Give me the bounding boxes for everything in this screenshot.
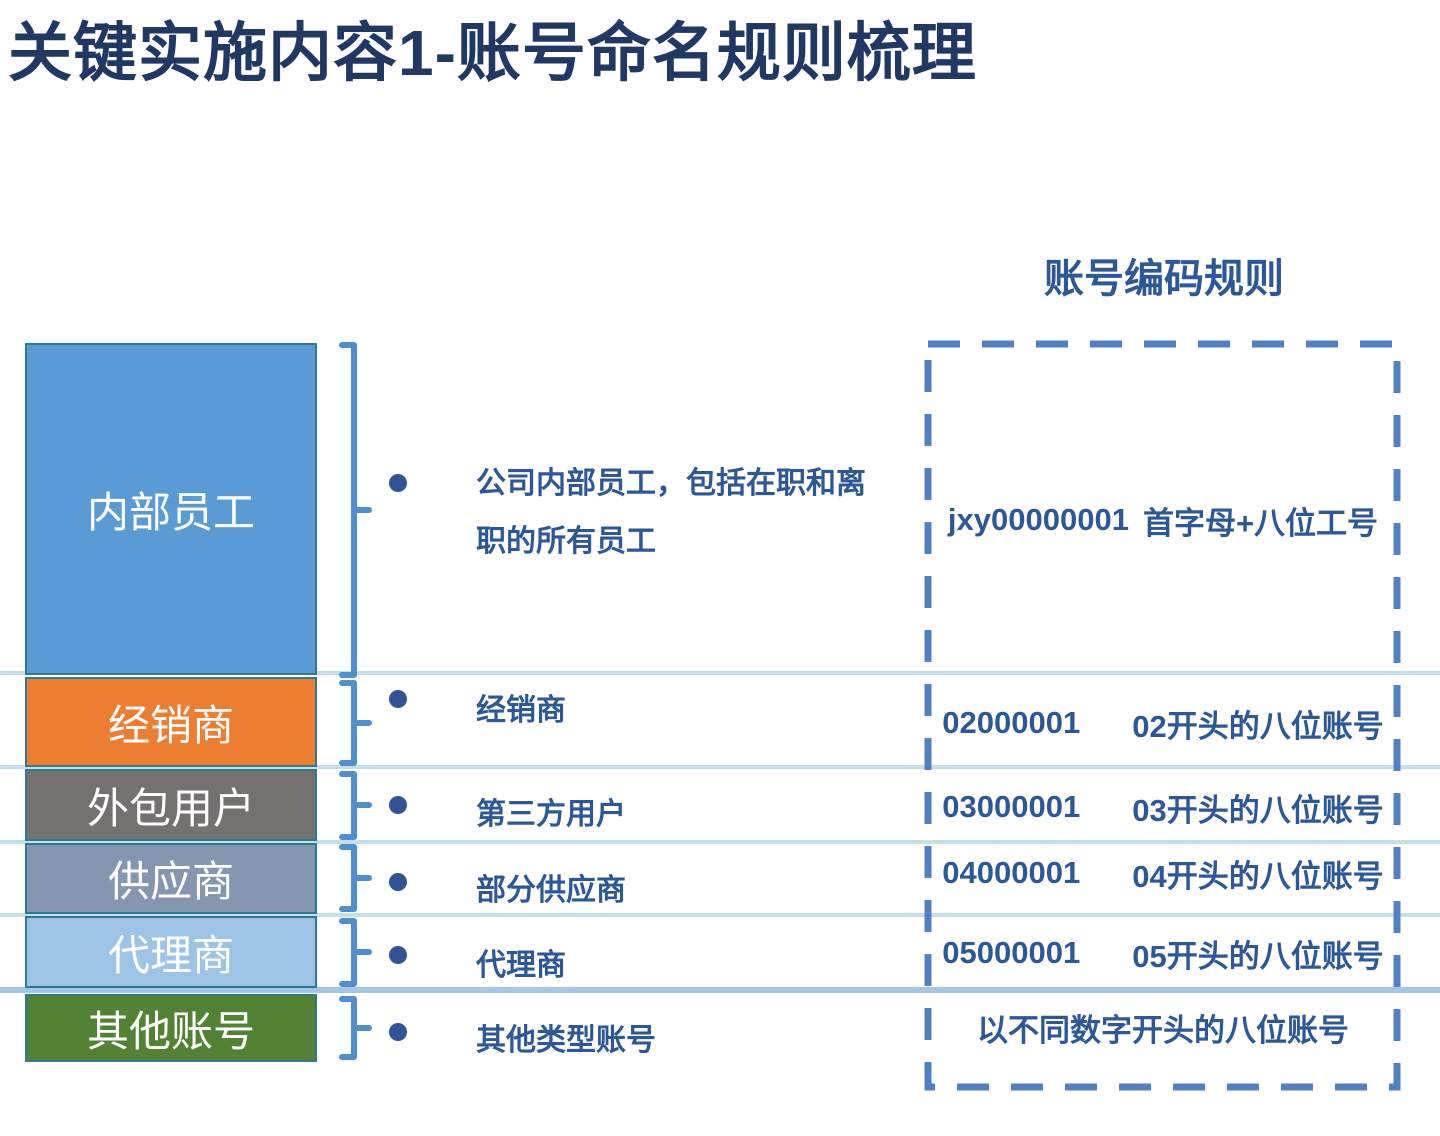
code-rule-text: 02开头的八位账号 [1132, 708, 1384, 744]
bullet-icon [389, 690, 407, 708]
category-box-outsourced-user: 外包用户 [25, 769, 317, 841]
category-label: 供应商 [107, 858, 234, 905]
category-label: 内部员工 [86, 488, 255, 536]
category-box-agent: 代理商 [25, 916, 317, 988]
category-box-supplier: 供应商 [25, 843, 317, 914]
code-rule-row: 03000001 03开头的八位账号 [928, 782, 1398, 832]
row-separator [0, 671, 1440, 675]
brace-icon [339, 680, 372, 766]
brace-icon [339, 996, 372, 1060]
code-rule-text: 03开头的八位账号 [1132, 792, 1384, 828]
brace-icon [339, 342, 372, 678]
bullet-icon [389, 1023, 407, 1041]
code-rule-row: 04000001 04开头的八位账号 [928, 848, 1398, 898]
code-rule-text: 04开头的八位账号 [1132, 858, 1384, 894]
code-rule-text: 以不同数字开头的八位账号 [977, 1012, 1349, 1048]
row-separator [0, 840, 1440, 844]
category-label: 外包用户 [86, 784, 255, 832]
account-code: 03000001 [942, 789, 1081, 824]
code-rule-text: 05开头的八位账号 [1132, 938, 1384, 974]
account-code: jxy00000001 [947, 502, 1129, 537]
bullet-icon [389, 873, 407, 891]
brace-icon [339, 918, 372, 987]
category-description: 第三方用户 [476, 798, 626, 831]
row-separator [0, 765, 1440, 769]
code-rule-text: 首字母+八位工号 [1142, 505, 1379, 541]
brace-icon [339, 844, 372, 912]
code-rule-row: 05000001 05开头的八位账号 [928, 928, 1398, 978]
row-separator [0, 913, 1440, 917]
code-rule-row: 02000001 02开头的八位账号 [928, 698, 1398, 748]
bullet-icon [389, 796, 407, 814]
category-description: 公司内部员工，包括在职和离 职的所有员工 [476, 467, 866, 558]
category-description: 代理商 [476, 949, 566, 982]
bullet-icon [389, 946, 407, 964]
category-description: 经销商 [476, 694, 566, 727]
category-label: 代理商 [107, 931, 234, 979]
row-separator [0, 987, 1440, 993]
code-rule-row: jxy00000001 首字母+八位工号 [928, 492, 1398, 548]
account-code: 05000001 [942, 935, 1081, 970]
category-box-internal-staff: 内部员工 [25, 343, 317, 675]
account-code: 04000001 [942, 855, 1081, 890]
category-label: 其他账号 [86, 1007, 255, 1055]
category-description: 部分供应商 [476, 874, 626, 907]
bullet-icon [389, 474, 407, 492]
category-label: 经销商 [107, 701, 234, 749]
account-code: 02000001 [942, 705, 1081, 740]
page-title: 关键实施内容1-账号命名规则梳理 [8, 17, 977, 89]
category-description: 其他类型账号 [476, 1024, 656, 1057]
code-rule-row: 以不同数字开头的八位账号 [928, 1002, 1398, 1052]
category-box-dealer: 经销商 [25, 677, 317, 767]
category-box-other-account: 其他账号 [25, 994, 317, 1062]
coding-rule-header: 账号编码规则 [1044, 257, 1284, 301]
brace-icon [339, 771, 372, 840]
